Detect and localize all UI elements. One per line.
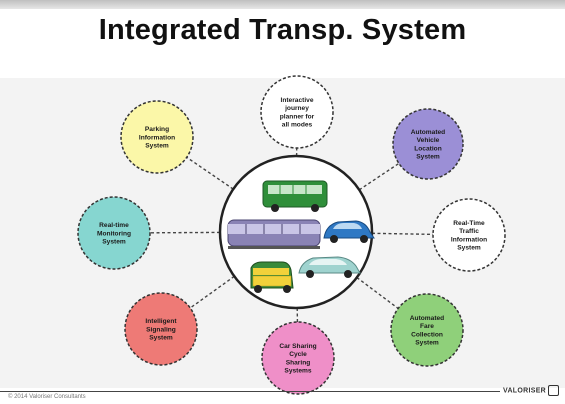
node-label-parking-0: Parking <box>145 126 169 133</box>
node-label-fare-3: System <box>415 340 439 347</box>
blue-car-icon <box>323 220 375 243</box>
node-label-journey-0: Interactive <box>281 97 314 104</box>
node-label-avl-1: Vehicle <box>417 137 440 144</box>
brand-logo: VALORISER <box>503 385 560 396</box>
connector-signaling <box>189 275 235 309</box>
node-label-signaling-0: Intelligent <box>145 318 177 325</box>
node-label-sharing-0: Car Sharing <box>279 343 316 350</box>
node-label-fare-0: Automated <box>410 315 444 322</box>
connector-traffic <box>371 232 434 236</box>
node-label-monitoring-2: System <box>102 239 126 246</box>
node-label-fare-2: Collection <box>411 331 443 338</box>
node-label-traffic-0: Real-Time <box>453 220 485 227</box>
top-bar <box>0 0 565 9</box>
node-circle-sharing <box>261 321 335 395</box>
node-label-journey-1: journey <box>284 105 309 112</box>
node-label-monitoring-1: Monitoring <box>97 230 131 237</box>
connector-fare <box>356 276 399 309</box>
auto-rickshaw-icon <box>250 261 294 293</box>
node-label-sharing-1: Cycle <box>289 351 307 358</box>
page-title: Integrated Transp. System <box>98 14 467 46</box>
connector-avl <box>358 162 400 191</box>
node-label-sharing-2: Sharing <box>286 359 311 366</box>
node-label-sharing-3: Systems <box>284 368 311 375</box>
node-label-monitoring-0: Real-time <box>99 222 129 229</box>
node-label-fare-1: Fare <box>420 323 434 330</box>
node-circle-fare <box>390 293 464 367</box>
logo-mark-icon <box>548 385 560 396</box>
connectors <box>149 147 434 323</box>
copyright-text: © 2014 Valoriser Consultants <box>8 394 86 400</box>
node-label-traffic-3: System <box>457 245 481 252</box>
node-circle-parking <box>120 100 194 174</box>
node-label-avl-0: Automated <box>411 129 445 136</box>
node-label-parking-2: System <box>145 143 169 150</box>
bus-icon <box>262 180 328 212</box>
node-label-signaling-2: System <box>149 335 173 342</box>
node-label-journey-3: all modes <box>282 122 313 129</box>
node-label-journey-2: planner for <box>280 113 315 120</box>
node-label-traffic-1: Traffic <box>459 228 479 235</box>
logo-text: VALORISER <box>503 387 547 395</box>
train-icon <box>227 219 321 249</box>
node-label-avl-2: Location <box>414 145 441 152</box>
connector-parking <box>186 156 234 190</box>
footer-divider <box>0 391 500 392</box>
node-circle-avl <box>392 108 464 180</box>
node-circle-monitoring <box>77 196 151 270</box>
node-circle-journey <box>260 75 334 149</box>
node-circle-signaling <box>124 292 198 366</box>
node-label-parking-1: Information <box>139 134 175 141</box>
silver-car-icon <box>298 256 361 278</box>
node-circle-traffic <box>432 198 506 272</box>
node-label-traffic-2: Information <box>451 236 487 243</box>
node-label-signaling-1: Signaling <box>146 326 176 333</box>
node-label-avl-3: System <box>416 154 440 161</box>
